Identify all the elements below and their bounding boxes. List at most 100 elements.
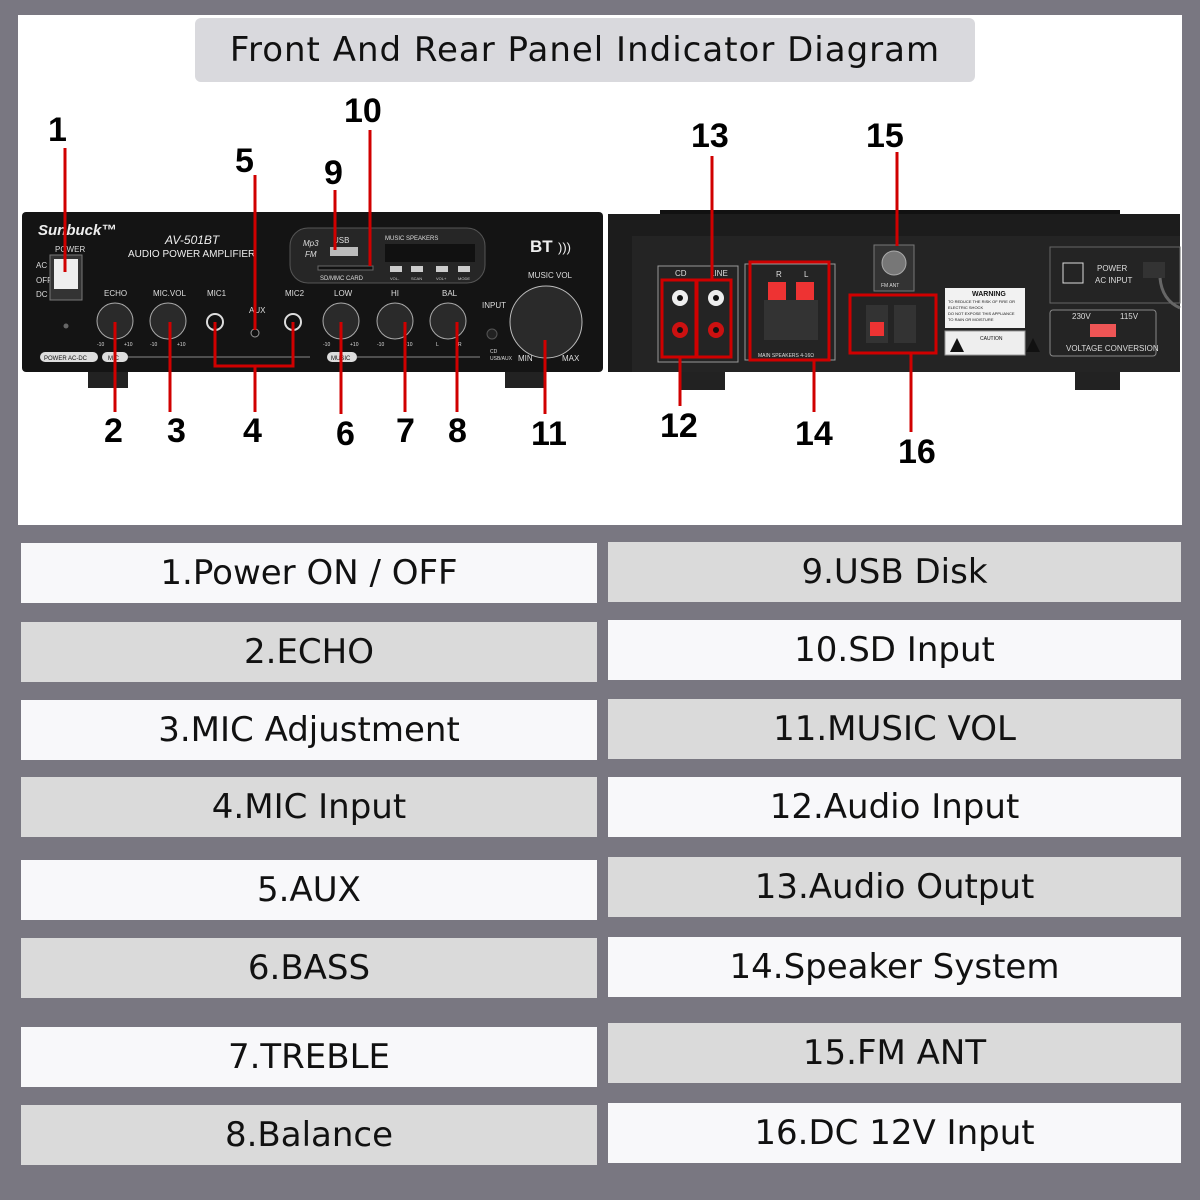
mic-vol-knob[interactable] <box>149 302 187 340</box>
legend-item: 4.MIC Input <box>21 777 597 837</box>
brand-logo: Sunbuck™ <box>38 222 116 239</box>
115v-label: 115V <box>1120 312 1139 321</box>
dc-terminal-negative[interactable] <box>894 305 916 343</box>
power-label: POWER <box>1097 264 1127 273</box>
aux-label: AUX <box>249 306 266 315</box>
voltage-switch[interactable] <box>1090 324 1116 337</box>
warning-label: WARNING <box>972 291 1006 298</box>
low-label: LOW <box>334 289 353 298</box>
input-label: INPUT <box>482 301 506 310</box>
legend-item: 2.ECHO <box>21 622 597 682</box>
dc-terminal-positive[interactable] <box>870 322 884 336</box>
bluetooth-logo: BT <box>530 237 553 256</box>
callout-9: 9 <box>324 154 343 192</box>
callout-11: 11 <box>531 415 567 453</box>
echo-min-label: -10 <box>97 342 104 348</box>
callout-13: 13 <box>691 117 729 155</box>
callout-10: 10 <box>344 92 382 130</box>
mode-button[interactable] <box>458 266 470 272</box>
legend-item: 7.TREBLE <box>21 1027 597 1087</box>
min-label: MIN <box>518 354 533 363</box>
voltage-conversion-label: VOLTAGE CONVERSION <box>1066 344 1159 353</box>
callout-6: 6 <box>336 415 355 453</box>
legend-item: 8.Balance <box>21 1105 597 1165</box>
scan-label: SCAN <box>411 276 422 281</box>
echo-label: ECHO <box>104 289 127 298</box>
legend-item: 6.BASS <box>21 938 597 998</box>
legend-item: 15.FM ANT <box>608 1023 1181 1083</box>
music-vol-label: MUSIC VOL <box>528 271 573 280</box>
page-title: Front And Rear Panel Indicator Diagram <box>195 18 975 82</box>
main-speakers-label: MAIN SPEAKERS 4-16Ω <box>758 353 814 359</box>
amplifier-diagram: Sunbuck™ AV-501BT AUDIO POWER AMPLIFIER … <box>22 92 1181 471</box>
input-button[interactable] <box>486 328 498 340</box>
callout-7: 7 <box>396 412 415 450</box>
low-max-label: +10 <box>350 342 359 348</box>
callout-15: 15 <box>866 117 904 155</box>
cd-label: CD <box>675 269 687 278</box>
fm-ant-label: FM ANT <box>881 283 899 289</box>
callout-4: 4 <box>243 412 262 450</box>
legend-item: 5.AUX <box>21 860 597 920</box>
vol-plus-button[interactable] <box>436 266 448 272</box>
line-label: LINE <box>710 269 728 278</box>
mic2-label: MIC2 <box>285 289 305 298</box>
callout-3: 3 <box>167 412 186 450</box>
callout-numbers: 1 2 3 4 5 6 7 8 9 10 11 12 13 14 15 16 <box>48 92 936 471</box>
callout-lines <box>63 130 913 432</box>
callout-12: 12 <box>660 407 698 445</box>
mic-min-label: -10 <box>150 342 157 348</box>
front-panel: Sunbuck™ AV-501BT AUDIO POWER AMPLIFIER … <box>22 212 603 388</box>
legend-item: 13.Audio Output <box>608 857 1181 917</box>
sd-card-slot[interactable] <box>317 265 374 271</box>
vol-minus-button[interactable] <box>390 266 402 272</box>
hi-knob[interactable] <box>376 302 414 340</box>
hi-label: HI <box>391 289 399 298</box>
max-label: MAX <box>562 354 580 363</box>
usb-aux-label: USB/AUX <box>490 356 513 362</box>
vol-plus-label: VOL+ <box>436 276 447 281</box>
legend-item: 9.USB Disk <box>608 542 1181 602</box>
fm-antenna-jack[interactable] <box>881 250 907 276</box>
legend-item: 11.MUSIC VOL <box>608 699 1181 759</box>
legend-item: 1.Power ON / OFF <box>21 543 597 603</box>
ac-input-label: AC INPUT <box>1095 276 1132 285</box>
warning-text-line: TO REDUCE THE RISK OF FIRE OR <box>948 299 1015 304</box>
vol-minus-label: VOL- <box>390 276 400 281</box>
callout-2: 2 <box>104 412 123 450</box>
legend-item: 3.MIC Adjustment <box>21 700 597 760</box>
caution-label: CAUTION <box>980 336 1003 342</box>
legend-item: 16.DC 12V Input <box>608 1103 1181 1163</box>
hi-min-label: -10 <box>377 342 384 348</box>
callout-14: 14 <box>795 415 833 453</box>
subtitle-label: AUDIO POWER AMPLIFIER <box>128 249 255 260</box>
bal-label: BAL <box>442 289 458 298</box>
warning-text-line: ELECTRIC SHOCK <box>948 305 983 310</box>
mic-max-label: +10 <box>177 342 186 348</box>
callout-16: 16 <box>898 433 936 471</box>
bal-knob[interactable] <box>429 302 467 340</box>
hi-max-label: +10 <box>404 342 413 348</box>
bal-r-label: R <box>458 342 462 348</box>
off-label: OFF <box>36 276 52 285</box>
double-insulation-icon <box>1062 262 1084 284</box>
warning-text-line: TO RAIN OR MOISTURE <box>948 317 994 322</box>
speaker-terminal-r[interactable] <box>768 282 786 300</box>
mode-label: MODE <box>458 276 470 281</box>
aux-jack[interactable] <box>250 328 260 338</box>
echo-max-label: +10 <box>124 342 133 348</box>
speaker-terminal-l[interactable] <box>796 282 814 300</box>
legend-item: 10.SD Input <box>608 620 1181 680</box>
power-label: POWER <box>55 245 85 254</box>
ac-power-cord <box>1143 262 1165 278</box>
fm-label: FM <box>305 250 317 259</box>
scan-button[interactable] <box>411 266 423 272</box>
power-led <box>63 323 69 329</box>
warning-triangle-icon <box>950 338 1040 352</box>
rear-panel: CD LINE R L MAIN SPEAKERS 4-16Ω FM ANT W… <box>608 210 1181 390</box>
usb-port[interactable] <box>330 247 358 256</box>
legend-item: 14.Speaker System <box>608 937 1181 997</box>
callout-1: 1 <box>48 111 67 149</box>
230v-label: 230V <box>1072 312 1091 321</box>
mp3-label: Mp3 <box>303 239 319 248</box>
